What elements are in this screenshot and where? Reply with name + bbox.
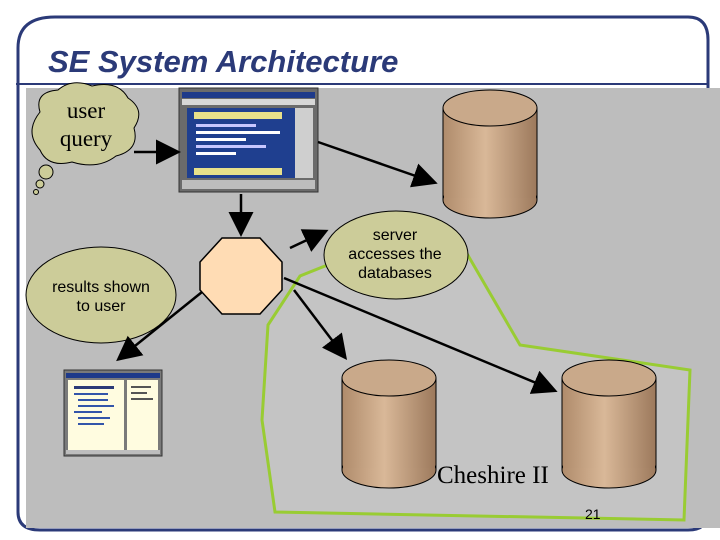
cheshire-label: Cheshire II — [437, 462, 549, 489]
server-line: accesses the — [348, 246, 442, 264]
results-line: to user — [76, 298, 126, 316]
arrow-server-to-db-right — [283, 276, 558, 394]
browser-screenshot-icon — [178, 87, 319, 193]
server-text: server accesses the databases — [330, 226, 460, 284]
arrow-browser-to-db — [317, 140, 438, 188]
server-line: server — [372, 227, 418, 244]
user-query-line: user — [66, 98, 106, 123]
server-octagon-icon — [199, 237, 283, 315]
user-query-text: user query — [36, 97, 136, 152]
slide-title: SE System Architecture — [48, 44, 399, 79]
results-line: results shown — [52, 279, 150, 296]
results-bubble — [25, 246, 177, 344]
results-shown-text: results shown to user — [36, 278, 166, 316]
server-bubble — [323, 210, 469, 300]
arrow-server-to-results — [116, 291, 203, 362]
server-line: databases — [358, 265, 432, 283]
database-icon — [561, 359, 657, 489]
browser-screenshot-icon — [63, 369, 163, 457]
arrow-server-to-db-bottom — [293, 289, 348, 360]
user-query-line: query — [59, 125, 113, 151]
user-query-bubble — [31, 82, 140, 195]
database-icon — [341, 359, 437, 489]
page-number: 21 — [585, 506, 601, 522]
arrow-server-to-bubble — [289, 229, 329, 252]
database-icon — [442, 89, 538, 219]
